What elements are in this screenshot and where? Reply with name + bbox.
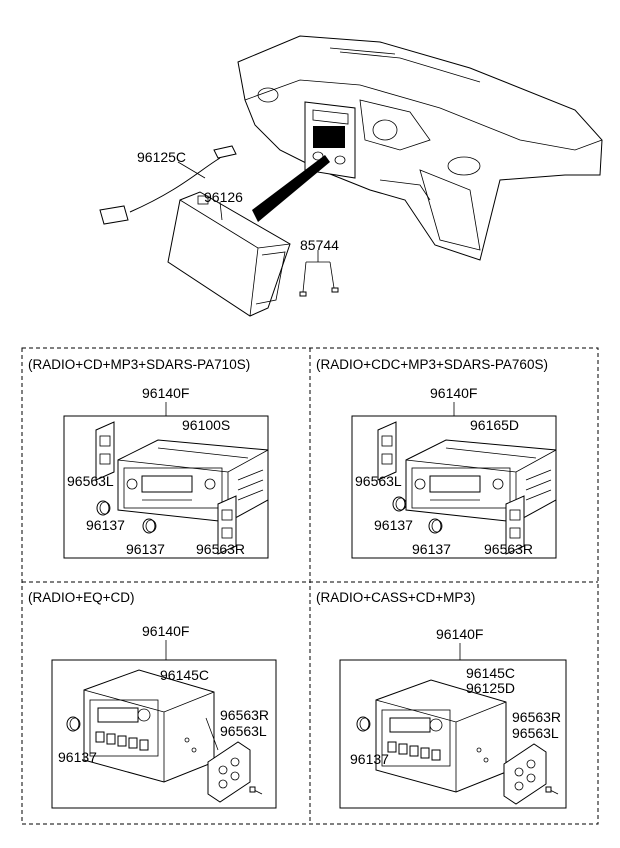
leader-96125c [177, 161, 206, 179]
knob-a-label: 96137 [374, 517, 413, 533]
bracket-r-label: 96563R [220, 707, 269, 723]
leader-96126 [219, 201, 223, 221]
section-title: (RADIO+EQ+CD) [28, 590, 135, 605]
assembly-label: 96140F [430, 385, 477, 401]
screws-85744 [299, 250, 339, 297]
knob-b-label: 96137 [412, 541, 451, 557]
bracket-l-label: 96563L [67, 473, 114, 489]
unit-label: 96145C [466, 665, 515, 681]
bracket-left [377, 421, 397, 481]
unit2-label: 96125D [466, 680, 515, 696]
section-radio-cdc-mp3-sdars-pa760s: (RADIO+CDC+MP3+SDARS-PA760S) 96140F 9616… [316, 357, 557, 559]
bracket-l-label: 96563L [220, 723, 267, 739]
bracket-l-label: 96563L [355, 473, 402, 489]
location-arrow [252, 155, 330, 222]
knob-b-label: 96137 [126, 541, 165, 557]
bracket-r-label: 96563R [484, 541, 533, 557]
radio-unit [375, 679, 507, 793]
knob [356, 716, 371, 732]
knob-b [142, 518, 157, 534]
label-96125c: 96125C [137, 149, 186, 165]
section-radio-cd-mp3-sdars-pa710s: (RADIO+CD+MP3+SDARS-PA710S) 96140F 96100… [28, 357, 269, 559]
knob-label: 96137 [58, 749, 97, 765]
assembly-label: 96140F [142, 385, 189, 401]
mounting-plate [503, 743, 547, 805]
bracket-r-label: 96563R [512, 709, 561, 725]
label-85744: 85744 [300, 237, 339, 253]
knob-b [428, 518, 443, 534]
bracket-l-label: 96563L [512, 725, 559, 741]
bracket-left [95, 421, 115, 481]
assembly-label: 96140F [142, 623, 189, 639]
knob-label: 96137 [350, 751, 389, 767]
assembly-box [339, 659, 567, 809]
section-title: (RADIO+CD+MP3+SDARS-PA710S) [28, 357, 250, 372]
knob [66, 716, 81, 732]
section-radio-cass-cd-mp3: (RADIO+CASS+CD+MP3) 96140F 96145C 96125D… [316, 590, 567, 809]
section-title: (RADIO+CDC+MP3+SDARS-PA760S) [316, 357, 548, 372]
section-title: (RADIO+CASS+CD+MP3) [316, 590, 475, 605]
antenna-cable [99, 145, 237, 225]
knob-a-label: 96137 [86, 517, 125, 533]
assembly-box [51, 659, 277, 809]
sections-frame [21, 347, 599, 825]
unit-label: 96145C [160, 667, 209, 683]
label-96126: 96126 [204, 189, 243, 205]
knob-a [392, 496, 407, 512]
display-unit [167, 191, 291, 317]
radio-unit [405, 439, 557, 523]
radio-unit [117, 439, 269, 523]
radio-unit [83, 669, 215, 783]
unit-label: 96165D [470, 417, 519, 433]
section-radio-eq-cd: (RADIO+EQ+CD) 96140F 96145C 96563R 96563… [28, 590, 277, 809]
knob-a [96, 500, 111, 516]
assembly-label: 96140F [436, 626, 483, 642]
unit-label: 96100S [182, 417, 230, 433]
dashboard-illustration [237, 35, 603, 261]
bracket-r-label: 96563R [196, 541, 245, 557]
